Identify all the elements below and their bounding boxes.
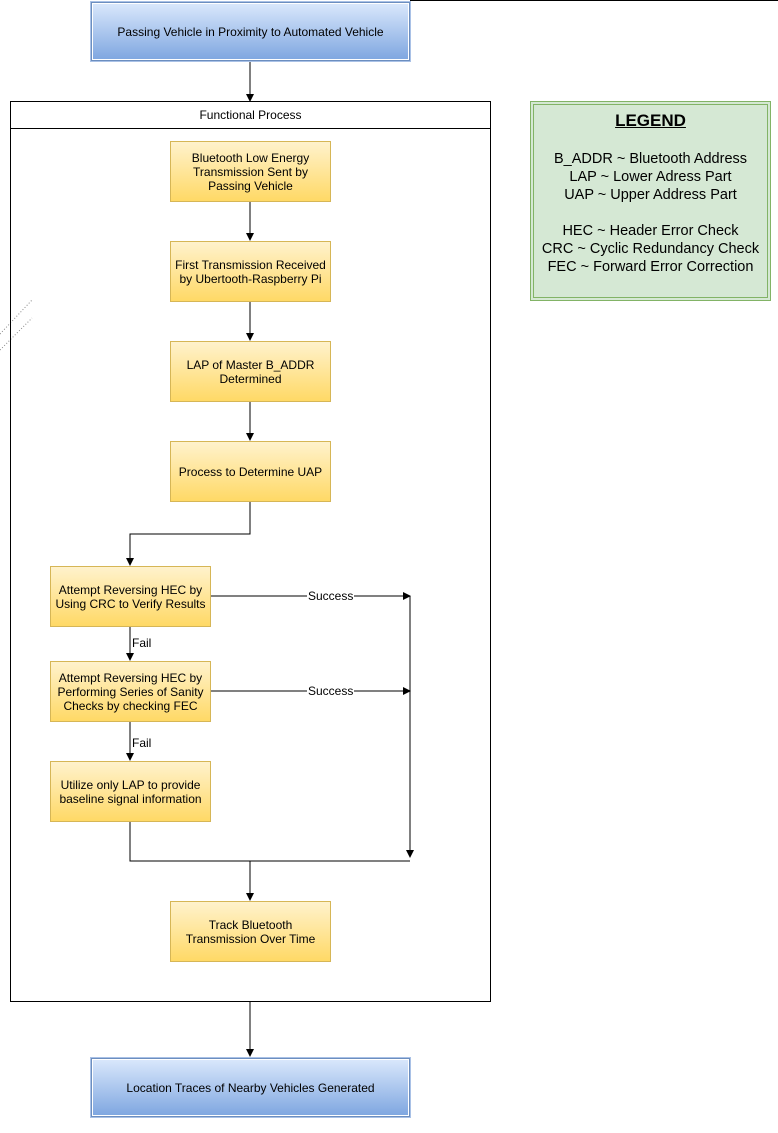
attempt-crc-node: Attempt Reversing HEC by Using CRC to Ve…: [50, 566, 211, 627]
arrow-uap-to-crc: [126, 501, 251, 566]
attempt-crc-label: Attempt Reversing HEC by Using CRC to Ve…: [55, 582, 206, 611]
lap-only-node: Utilize only LAP to provide baseline sig…: [50, 761, 211, 822]
determine-uap-label: Process to Determine UAP: [178, 464, 323, 479]
legend-entry-crc: CRC ~ Cyclic Redundancy Check: [541, 241, 760, 257]
legend-spacer: [531, 204, 770, 222]
first-received-node: First Transmission Received by Ubertooth…: [170, 241, 331, 302]
ble-sent-label: Bluetooth Low Energy Transmission Sent b…: [191, 150, 310, 193]
legend-entry-baddr: B_ADDR ~ Bluetooth Address: [553, 151, 748, 167]
start-node-label: Passing Vehicle in Proximity to Automate…: [117, 24, 384, 39]
functional-process-container: Functional Process: [10, 101, 491, 1002]
legend-entry-lap: LAP ~ Lower Adress Part: [569, 169, 732, 185]
track-label: Track Bluetooth Transmission Over Time: [185, 917, 316, 946]
lap-only-merge-line: [129, 821, 410, 862]
lap-determined-label: LAP of Master B_ADDR Determined: [186, 357, 315, 386]
attempt-fec-node: Attempt Reversing HEC by Performing Seri…: [50, 661, 211, 722]
start-node: Passing Vehicle in Proximity to Automate…: [91, 2, 410, 61]
ble-sent-node: Bluetooth Low Energy Transmission Sent b…: [170, 141, 331, 202]
legend-box: LEGEND B_ADDR ~ Bluetooth Address LAP ~ …: [530, 101, 771, 301]
container-title: Functional Process: [199, 108, 302, 122]
legend-entry-fec: FEC ~ Forward Error Correction: [547, 259, 754, 275]
legend-entry-uap: UAP ~ Upper Address Part: [564, 187, 737, 203]
lap-only-label: Utilize only LAP to provide baseline sig…: [59, 777, 202, 806]
edge-label-success-2: Success: [307, 684, 355, 698]
determine-uap-node: Process to Determine UAP: [170, 441, 331, 502]
legend-entry-hec: HEC ~ Header Error Check: [562, 223, 739, 239]
legend-title: LEGEND: [615, 111, 686, 130]
lap-determined-node: LAP of Master B_ADDR Determined: [170, 341, 331, 402]
end-node-label: Location Traces of Nearby Vehicles Gener…: [126, 1080, 375, 1095]
attempt-fec-label: Attempt Reversing HEC by Performing Seri…: [57, 670, 204, 713]
track-node: Track Bluetooth Transmission Over Time: [170, 901, 331, 962]
edge-label-fail-2: Fail: [131, 736, 153, 750]
edge-label-success-1: Success: [307, 589, 355, 603]
first-received-label: First Transmission Received by Ubertooth…: [175, 257, 326, 286]
edge-label-fail-1: Fail: [131, 636, 153, 650]
end-node: Location Traces of Nearby Vehicles Gener…: [91, 1058, 410, 1117]
container-title-bar: Functional Process: [11, 102, 490, 129]
